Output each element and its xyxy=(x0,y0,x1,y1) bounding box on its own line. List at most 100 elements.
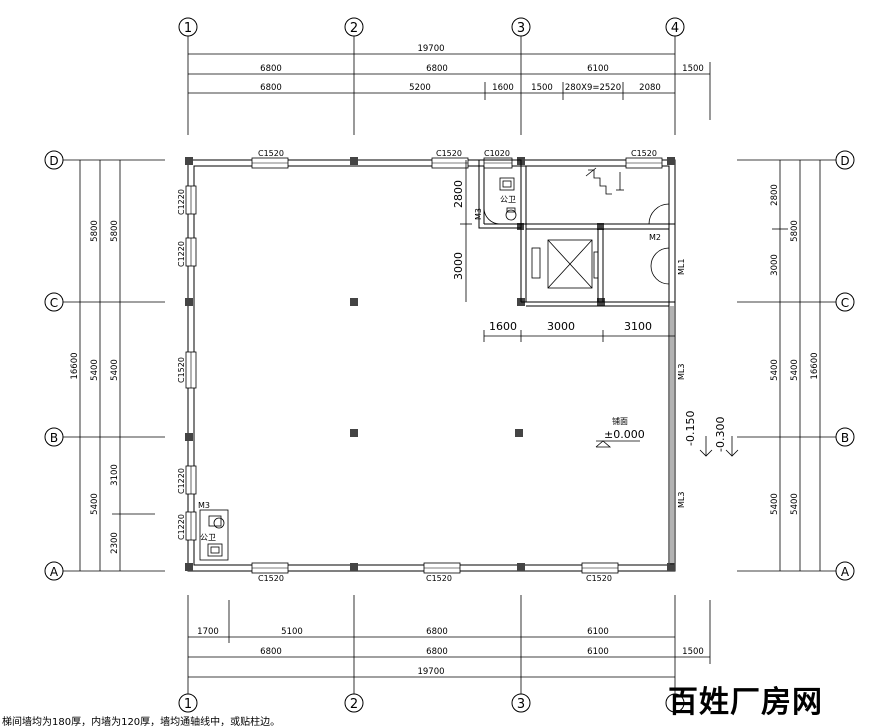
window-labels: C1520 C1520 C1020 C1520 C1520 C1520 C152… xyxy=(177,149,657,583)
axis-4-top: 4 xyxy=(671,21,679,36)
dim-left-mid-3: 5400 xyxy=(90,493,100,515)
dim-right-total: 16600 xyxy=(810,352,820,379)
dim-top-r3-3: 1600 xyxy=(492,83,514,93)
window-label: C1520 xyxy=(258,149,284,158)
dim-top-total: 19700 xyxy=(417,44,444,54)
axis-1-bottom: 1 xyxy=(184,697,192,712)
dim-right-in-2: 3000 xyxy=(770,254,780,276)
top-dimension-text: 19700 6800 6800 6100 1500 6800 5200 1600… xyxy=(260,44,704,93)
dim-top-r2-3: 6100 xyxy=(587,64,609,74)
dim-right-in-1: 2800 xyxy=(770,184,780,206)
dim-left-in-3: 3100 xyxy=(110,464,120,486)
door-swings xyxy=(483,203,670,285)
window-label: C1220 xyxy=(177,514,186,540)
axis-2-bottom: 2 xyxy=(350,697,358,712)
elevation-main: ±0.000 xyxy=(604,428,645,441)
dim-top-r2-1: 6800 xyxy=(260,64,282,74)
dim-top-r3-4: 1500 xyxy=(531,83,553,93)
core-walls xyxy=(478,159,675,307)
stair xyxy=(585,167,624,195)
exterior-walls xyxy=(187,159,676,572)
interior-dims xyxy=(460,160,675,342)
dim-bot-r1-4: 6100 xyxy=(587,627,609,637)
dim-core-v-2: 3000 xyxy=(452,252,465,280)
axis-A-left: A xyxy=(50,565,59,579)
window-label: C1520 xyxy=(426,574,452,583)
dim-bot-r2-2: 6800 xyxy=(426,647,448,657)
window-label: C1220 xyxy=(177,189,186,215)
window-label: C1020 xyxy=(484,149,510,158)
axis-B-right: B xyxy=(841,431,849,445)
top-dimension-lines xyxy=(188,53,711,120)
windows xyxy=(185,157,663,574)
floor-elevation: 铺面 ±0.000 xyxy=(604,416,645,441)
toilet-fixtures xyxy=(199,177,517,561)
dim-right-mid-1: 5800 xyxy=(790,220,800,242)
dim-top-r3-5: 280X9=2520 xyxy=(565,83,621,93)
axis-bubbles-top xyxy=(178,17,685,37)
axis-3-top: 3 xyxy=(517,21,525,36)
elevation-a: -0.150 xyxy=(684,411,697,446)
elevator xyxy=(531,239,599,289)
columns xyxy=(185,157,675,571)
axis-bubbles-bottom xyxy=(178,693,685,713)
axis-bubbles-top-labels: 1 2 3 4 xyxy=(184,21,679,36)
axis-2-top: 2 xyxy=(350,21,358,36)
axis-C-right: C xyxy=(841,296,849,310)
window-label: C1520 xyxy=(586,574,612,583)
door-label: ML1 xyxy=(677,259,686,275)
left-dimension-lines xyxy=(79,160,155,571)
elevation-b: -0.300 xyxy=(714,417,727,452)
dim-top-r3-2: 5200 xyxy=(409,83,431,93)
door-label: M2 xyxy=(649,233,661,242)
door-label: ML3 xyxy=(677,492,686,508)
window-label: C1520 xyxy=(631,149,657,158)
door-label: M3 xyxy=(198,501,210,510)
window-label: C1220 xyxy=(177,468,186,494)
dim-bot-r2-1: 6800 xyxy=(260,647,282,657)
axis-D-left: D xyxy=(49,154,58,168)
dim-core-h-3: 3100 xyxy=(624,320,652,333)
dim-core-v-1: 2800 xyxy=(452,180,465,208)
dim-bot-r1-1: 1700 xyxy=(197,627,219,637)
dim-top-r3-6: 2080 xyxy=(639,83,661,93)
window-label: C1520 xyxy=(258,574,284,583)
dim-core-h-2: 3000 xyxy=(547,320,575,333)
dim-right-in-3: 5400 xyxy=(770,359,780,381)
axis-A-right: A xyxy=(841,565,850,579)
axis-1-top: 1 xyxy=(184,21,192,36)
dim-right-in-4: 5400 xyxy=(770,493,780,515)
bottom-dimension-lines xyxy=(188,600,711,678)
dim-top-r2-2: 6800 xyxy=(426,64,448,74)
dim-left-in-1: 5800 xyxy=(110,220,120,242)
axis-3-bottom: 3 xyxy=(517,697,525,712)
floor-name: 铺面 xyxy=(612,416,628,426)
axis-B-left: B xyxy=(50,431,58,445)
dim-left-in-4: 2300 xyxy=(110,532,120,554)
window-label: C1520 xyxy=(177,357,186,383)
right-dimension-lines xyxy=(772,160,821,571)
bottom-dimension-text: 1700 5100 6800 6100 6800 6800 6100 1500 … xyxy=(197,627,704,677)
dim-left-in-2: 5400 xyxy=(110,359,120,381)
room-label: 公卫 xyxy=(200,533,216,542)
dim-core-h-1: 1600 xyxy=(489,320,517,333)
door-label: ML3 xyxy=(677,364,686,380)
dim-top-r3-1: 6800 xyxy=(260,83,282,93)
axis-C-left: C xyxy=(50,296,58,310)
dim-bot-r2-4: 1500 xyxy=(682,647,704,657)
dim-bot-r1-2: 5100 xyxy=(281,627,303,637)
dim-left-mid-1: 5800 xyxy=(90,220,100,242)
door-label: M3 xyxy=(474,208,483,220)
dim-bot-total: 19700 xyxy=(417,667,444,677)
dim-left-total: 16600 xyxy=(70,352,80,379)
axis-D-right: D xyxy=(840,154,849,168)
dim-bot-r2-3: 6100 xyxy=(587,647,609,657)
wall-note: 梯间墙均为180厚，内墙为120厚，墙均通轴线中，或贴柱边。 xyxy=(2,717,281,728)
window-label: C1220 xyxy=(177,241,186,267)
room-label: 公卫 xyxy=(500,195,516,204)
watermark-logo: 百姓厂房网 xyxy=(668,685,823,720)
dim-left-mid-2: 5400 xyxy=(90,359,100,381)
dim-right-mid-2: 5400 xyxy=(790,359,800,381)
dim-bot-r1-3: 6800 xyxy=(426,627,448,637)
